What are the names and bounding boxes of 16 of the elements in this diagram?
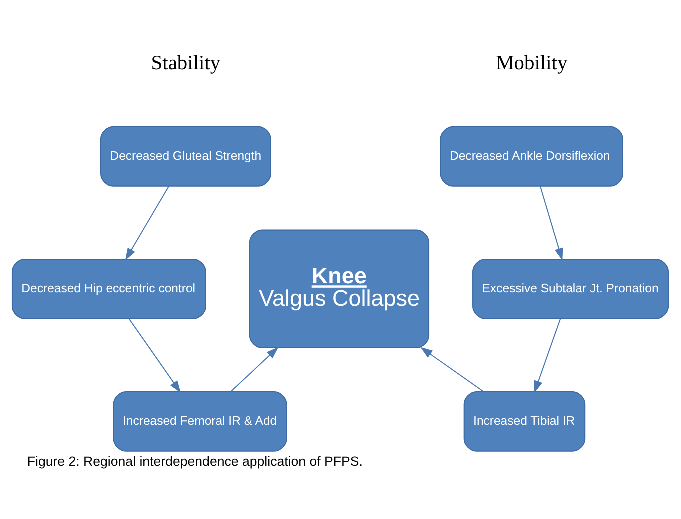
arrow (125, 186, 170, 260)
arrow (420, 346, 484, 392)
arrow (540, 186, 564, 260)
arrow (230, 346, 279, 392)
arrow (534, 318, 562, 393)
caption: Figure 2: Regional interdependence application of PFPS. (27, 454, 363, 469)
node-box: Decreased Hip eccentric control (12, 258, 206, 319)
label: Mobility (496, 52, 568, 74)
node-box: Knee Valgus Collapse (249, 229, 430, 348)
node-box: Decreased Ankle Dorsiflexion (440, 126, 624, 186)
node-box: Increased Tibial IR (464, 391, 586, 452)
node-box: Excessive Subtalar Jt. Pronation (472, 258, 670, 319)
arrow (128, 318, 181, 393)
label: Stability (151, 52, 221, 74)
node-box: Decreased Gluteal Strength (100, 126, 272, 186)
node-box: Increased Femoral IR & Add (113, 391, 288, 452)
